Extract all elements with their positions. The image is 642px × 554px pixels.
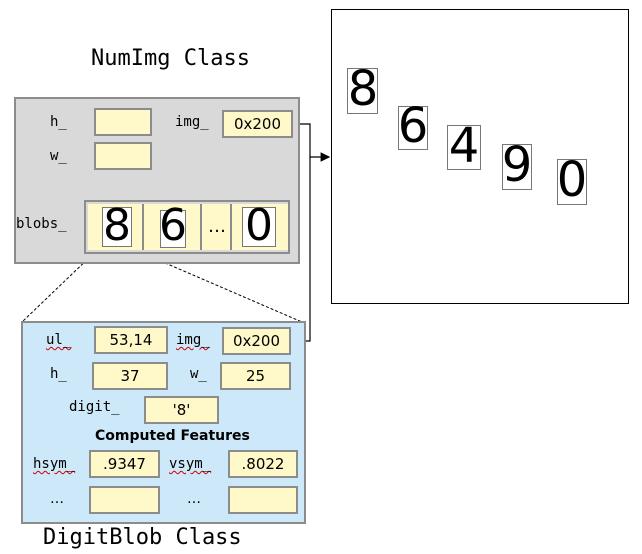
digitblob-class-title: DigitBlob Class (43, 525, 242, 550)
numimg-img-value: 0x200 (222, 110, 293, 138)
blob-cell: 6 (144, 204, 202, 250)
blob-bounding-box (160, 210, 186, 248)
digitblob-hsym-value: .9347 (89, 450, 160, 478)
digitblob-more-left-label: … (50, 491, 64, 507)
blob-bounding-box (102, 207, 132, 247)
blob-cell-ellipsis: … (202, 204, 232, 250)
canvas-digit: 9 (501, 137, 533, 193)
canvas-digit-box (347, 68, 378, 114)
canvas-digit: 0 (556, 152, 588, 208)
zoom-dashed-line-left (21, 252, 95, 323)
digitblob-vsym-label: vsym_ (169, 456, 212, 472)
numimg-blobs-label: blobs_ (16, 216, 67, 232)
digitblob-w-value: 25 (220, 362, 291, 390)
digitblob-img-label: img_ (176, 332, 210, 348)
blob-digit: 6 (159, 200, 187, 251)
numimg-w-value (94, 142, 152, 170)
numimg-class-title: NumImg Class (91, 46, 250, 71)
digitblob-img-value: 0x200 (222, 327, 291, 355)
blob-cell: 8 (88, 204, 144, 250)
blob-bounding-box (242, 207, 276, 247)
canvas-digit: 4 (448, 118, 480, 174)
digitblob-h-label: h_ (50, 366, 67, 382)
canvas-digit: 6 (397, 98, 429, 154)
digitblob-digit-label: digit_ (69, 399, 120, 415)
canvas-digit-box (502, 144, 532, 190)
digitblob-digit-value: '8' (144, 396, 219, 424)
numimg-h-label: h_ (50, 114, 67, 130)
digitblob-vsym-value: .8022 (228, 450, 298, 478)
digitblob-more-right-value (228, 486, 298, 514)
digitblob-more-left-value (89, 486, 160, 514)
numimg-w-label: w_ (50, 148, 67, 164)
digitblob-w-label: w_ (190, 366, 207, 382)
blob-ellipsis: … (208, 216, 226, 237)
digitblob-h-value: 37 (92, 362, 168, 390)
image-canvas: 8 6 4 9 0 (331, 9, 629, 304)
numimg-blobs-array: 8 6 … 0 (84, 200, 290, 254)
canvas-digit-box (557, 159, 587, 205)
numimg-h-value (94, 108, 152, 136)
numimg-img-label: img_ (175, 114, 209, 130)
canvas-digit-box (398, 106, 428, 150)
blob-digit: 8 (103, 200, 131, 251)
canvas-digit-box (447, 125, 481, 170)
digitblob-ul-value: 53,14 (94, 326, 168, 354)
digitblob-more-right-label: … (187, 491, 201, 507)
zoom-dashed-line-right (141, 252, 303, 323)
digitblob-hsym-label: hsym_ (33, 456, 76, 472)
digitblob-ul-label: ul_ (46, 332, 72, 348)
canvas-digit: 8 (347, 61, 379, 117)
numimg-img-pointer-line (292, 123, 331, 162)
blob-digit: 0 (245, 200, 273, 251)
blob-cell: 0 (232, 204, 288, 250)
computed-features-heading: Computed Features (95, 428, 250, 444)
